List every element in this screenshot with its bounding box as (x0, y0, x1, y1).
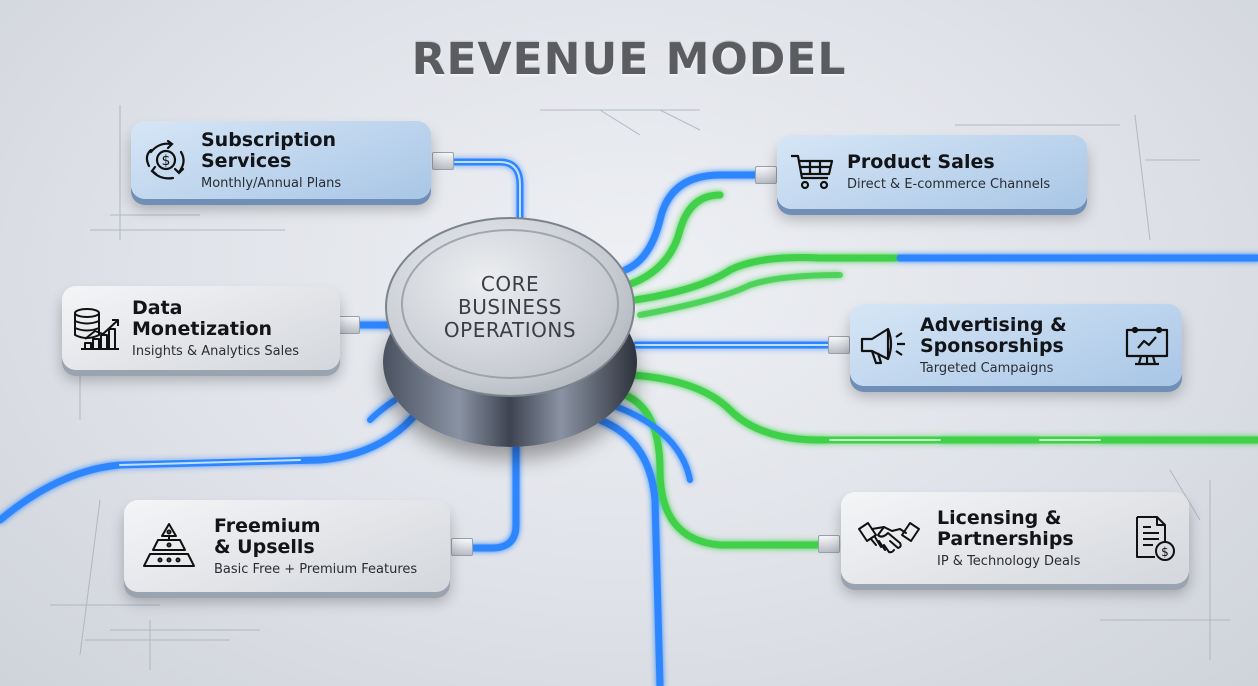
svg-text:$: $ (162, 153, 171, 169)
connector-plug (451, 538, 473, 556)
presentation-chart-icon (1112, 324, 1182, 366)
card-data-monetization[interactable]: Data Monetization Insights & Analytics S… (62, 286, 340, 370)
handshake-icon (841, 517, 937, 559)
hub-label-line3: OPERATIONS (443, 317, 577, 342)
card-title-line2: Partnerships (937, 527, 1074, 550)
card-subtitle: Monthly/Annual Plans (201, 175, 342, 191)
card-subtitle: Basic Free + Premium Features (214, 561, 418, 577)
hub-label-line1: CORE (480, 271, 540, 296)
svg-text:$: $ (1161, 545, 1169, 559)
contract-dollar-icon: $ (1119, 513, 1189, 563)
hub-label-line2: BUSINESS (458, 294, 562, 319)
dollar-cycle-icon: $ (131, 138, 201, 182)
card-title-line2: Sponsorships (920, 334, 1064, 357)
connector-plug (818, 535, 840, 553)
card-subscription-services[interactable]: $ Subscription Services Monthly/Annual P… (131, 121, 431, 199)
card-subtitle: Direct & E-commerce Channels (847, 177, 1051, 192)
card-title: Subscription (201, 128, 337, 151)
card-subtitle: Targeted Campaigns (920, 360, 1054, 376)
hub-top: CORE BUSINESS OPERATIONS (385, 217, 635, 397)
card-title: Data (132, 296, 183, 319)
card-licensing-partnerships[interactable]: Licensing & Partnerships IP & Technology… (841, 492, 1189, 584)
card-title-line2: Services (201, 149, 292, 172)
card-title-line2: & Upsells (214, 535, 315, 558)
card-title: Freemium (214, 514, 321, 537)
card-subtitle: IP & Technology Deals (937, 553, 1081, 569)
card-title-line2: Monetization (132, 317, 273, 340)
connector-plug (338, 316, 360, 334)
core-hub[interactable]: CORE BUSINESS OPERATIONS (383, 217, 637, 447)
card-advertising-sponsorships[interactable]: Advertising & Sponsorships Targeted Camp… (850, 304, 1182, 386)
connector-plug (755, 166, 777, 184)
pyramid-tiers-icon (124, 522, 214, 570)
card-subtitle: Insights & Analytics Sales (132, 343, 299, 359)
shopping-cart-icon (777, 152, 847, 192)
card-freemium-upsells[interactable]: Freemium & Upsells Basic Free + Premium … (124, 500, 450, 592)
database-chart-icon (62, 305, 132, 351)
megaphone-icon (850, 325, 920, 365)
connector-plug (828, 336, 850, 354)
card-product-sales[interactable]: Product Sales Direct & E-commerce Channe… (777, 135, 1087, 209)
card-title: Licensing & (937, 506, 1062, 529)
connector-plug (432, 152, 454, 170)
card-title: Advertising & (920, 313, 1067, 336)
card-title: Product Sales (847, 151, 995, 173)
diagram-title: REVENUE MODEL (411, 34, 847, 85)
hub-ring (401, 229, 619, 379)
